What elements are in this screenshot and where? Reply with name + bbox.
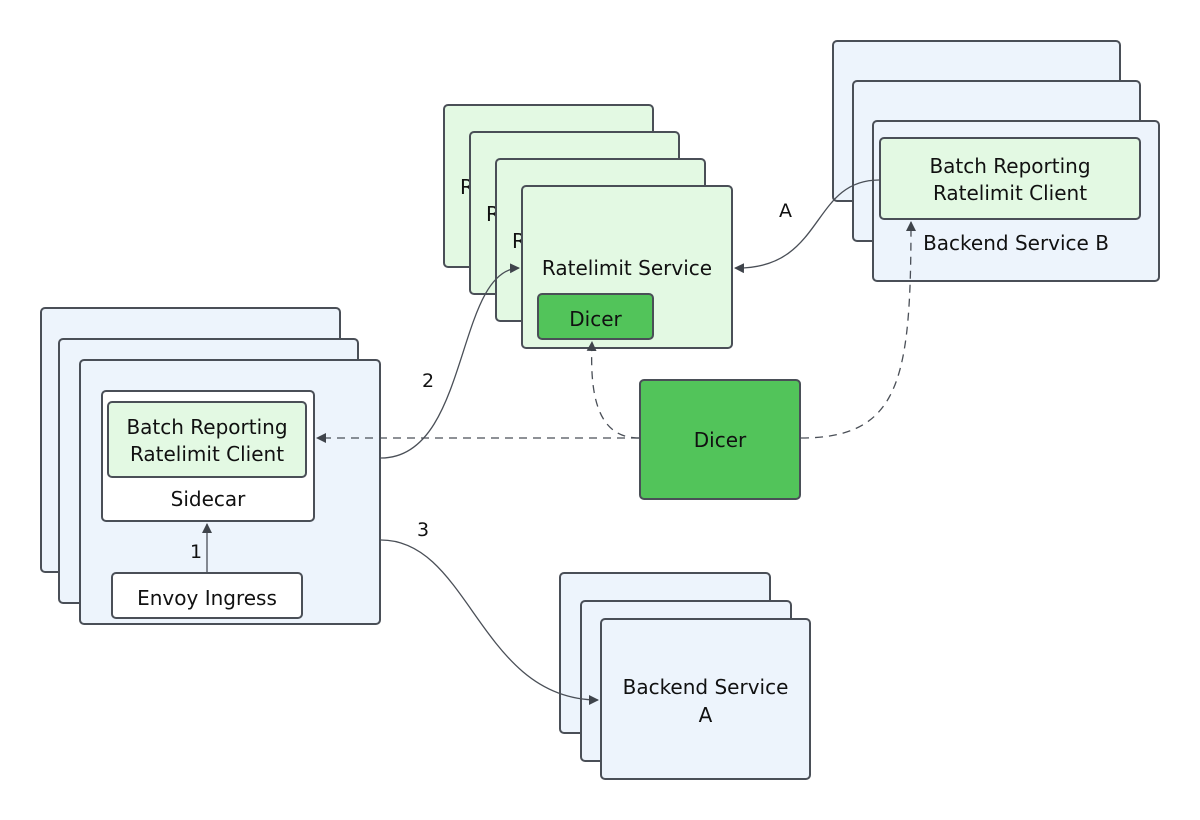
backend-b-client-label-line2: Ratelimit Client	[932, 181, 1088, 205]
ratelimit-dicer-node	[537, 293, 654, 340]
edge-dicer-to-backend-b	[800, 221, 916, 439]
edge-host-to-ratelimit	[380, 263, 520, 459]
envoy-ingress-label: Envoy Ingress	[137, 586, 277, 610]
envoy-ingress-node	[111, 572, 303, 619]
edge-dicer-to-ratelimit-dicer	[586, 341, 640, 439]
backend-b-client-label-line1: Batch Reporting	[929, 154, 1091, 178]
sidecar-client-label-line1: Batch Reporting	[126, 415, 288, 439]
edge-label-2: 2	[422, 370, 435, 392]
ratelimit-service-label: Ratelimit Service	[541, 256, 713, 280]
sidecar-client-label-line2: Ratelimit Client	[129, 442, 285, 466]
dicer-node	[639, 379, 801, 500]
backend-service-b-label: Backend Service B	[923, 231, 1109, 255]
edge-label-3: 3	[417, 519, 430, 541]
backend-service-a-label-line1: Backend Service	[622, 675, 789, 699]
ratelimit-dicer-label: Dicer	[569, 307, 622, 331]
edge-backend-b-to-ratelimit	[734, 179, 880, 274]
backend-service-a-node	[600, 618, 811, 780]
sidecar-ratelimit-client	[107, 401, 307, 478]
edge-label-1: 1	[190, 541, 203, 563]
edge-host-to-backend-a	[380, 539, 599, 705]
backend-b-ratelimit-client	[879, 137, 1141, 220]
sidecar-label: Sidecar	[170, 487, 246, 511]
backend-service-a-label-line2: A	[698, 703, 713, 727]
edge-label-a: A	[779, 200, 792, 222]
dicer-label: Dicer	[693, 428, 747, 452]
